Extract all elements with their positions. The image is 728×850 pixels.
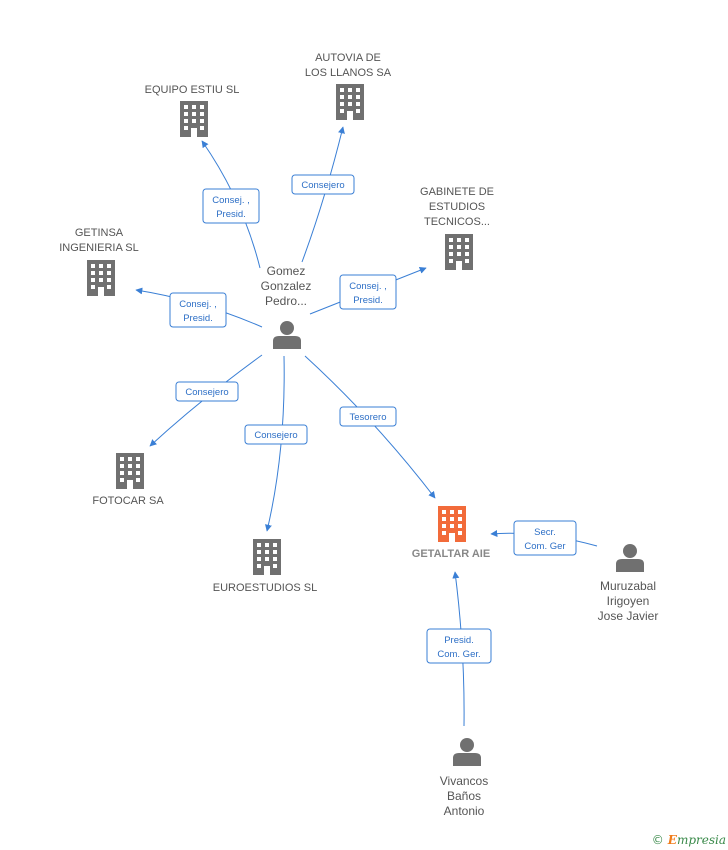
company-name-line1: GETALTAR AIE [412,548,490,560]
edge-gomez-getaltar [304,355,436,499]
edge-label-equipo-line1: Consej. , [212,195,250,206]
company-name-line1: FOTOCAR SA [92,495,164,507]
company-node-getinsa[interactable]: GETINSA INGENIERIA SL [59,227,139,296]
company-name-line3: TECNICOS... [424,216,490,228]
edge-label-gabinete-line2: Presid. [353,295,383,306]
edge-label-equipo-line2: Presid. [216,209,246,220]
company-name-line2: LOS LLANOS SA [305,67,392,79]
edge-label-vivancos-line2: Com. Ger. [437,649,480,660]
company-node-gabinete[interactable]: GABINETE DE ESTUDIOS TECNICOS... [420,186,494,270]
company-name-line1: EQUIPO ESTIU SL [145,84,240,96]
edge-label-equipo: Consej. , Presid. [202,188,260,224]
person-icon [453,738,481,766]
person-name-line3: Antonio [444,804,485,818]
copyright-icon: © [651,833,664,847]
edge-label-fotocar-line1: Consejero [185,387,228,398]
building-icon [445,234,473,270]
building-icon [253,539,281,575]
person-node-gomez[interactable]: Gomez Gonzalez Pedro... [261,264,312,349]
building-icon [336,84,364,120]
company-name-line1: GABINETE DE [420,186,494,198]
company-name-line1: EUROESTUDIOS SL [213,582,318,594]
edge-label-euroestudios-line1: Consejero [254,430,297,441]
edge-label-muruzabal-line1: Secr. [534,527,556,538]
company-node-autovia[interactable]: AUTOVIA DE LOS LLANOS SA [305,52,392,120]
person-name-line1: Muruzabal [600,579,656,593]
company-name-line2: ESTUDIOS [429,201,485,213]
company-name-line1: AUTOVIA DE [315,52,381,64]
person-name-line2: Gonzalez [261,279,312,293]
company-name-line2: INGENIERIA SL [59,242,138,254]
edge-label-vivancos: Presid. Com. Ger. [426,628,492,664]
company-name-line1: GETINSA [75,227,124,239]
edge-label-getinsa-line2: Presid. [183,313,213,324]
person-icon [273,321,301,349]
edge-label-muruzabal-line2: Com. Ger [524,541,565,552]
edge-label-fotocar: Consejero [175,381,239,402]
company-node-euroestudios[interactable]: EUROESTUDIOS SL [213,539,318,594]
person-node-vivancos[interactable]: Vivancos Baños Antonio [440,738,488,818]
edge-label-autovia-line1: Consejero [301,180,344,191]
person-name-line3: Jose Javier [598,609,659,623]
brand-name: mpresia [676,833,726,847]
edge-gomez-euroestudios [265,355,285,532]
edge-label-gabinete-line1: Consej. , [349,281,387,292]
person-icon [616,544,644,572]
company-node-getaltar[interactable]: GETALTAR AIE [412,506,490,560]
edge-label-getaltar: Tesorero [339,406,397,427]
person-name-line1: Vivancos [440,774,488,788]
edge-label-getinsa-line1: Consej. , [179,299,217,310]
person-name-line3: Pedro... [265,294,307,308]
company-node-fotocar[interactable]: FOTOCAR SA [92,453,164,507]
building-icon [116,453,144,489]
person-name-line1: Gomez [267,264,306,278]
edge-label-autovia: Consejero [291,174,355,195]
edge-label-gabinete: Consej. , Presid. [339,274,397,310]
building-icon [180,101,208,137]
edge-label-vivancos-line1: Presid. [444,635,474,646]
edge-gomez-autovia [301,126,345,263]
edge-label-getaltar-line1: Tesorero [350,412,387,423]
brand-initial: E [667,833,677,847]
building-icon [438,506,466,542]
edge-label-euroestudios: Consejero [244,424,308,445]
empresia-watermark: ©Empresia [652,833,726,847]
edge-label-muruzabal: Secr. Com. Ger [513,520,577,556]
edge-label-getinsa: Consej. , Presid. [169,292,227,328]
company-node-equipo[interactable]: EQUIPO ESTIU SL [145,84,240,137]
person-name-line2: Baños [447,789,481,803]
person-node-muruzabal[interactable]: Muruzabal Irigoyen Jose Javier [598,544,659,623]
building-icon [87,260,115,296]
person-name-line2: Irigoyen [607,594,650,608]
